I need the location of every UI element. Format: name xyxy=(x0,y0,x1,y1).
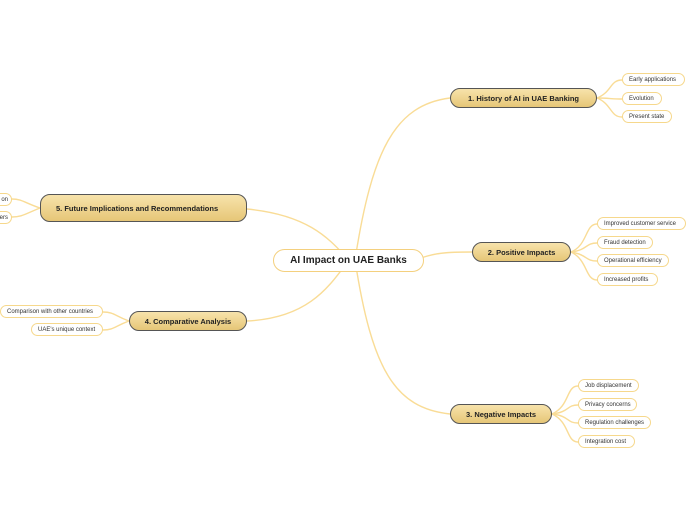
leaf-integration-cost[interactable]: Integration cost xyxy=(578,435,635,448)
leaf-operational-efficiency[interactable]: Operational efficiency xyxy=(597,254,669,267)
leaf-increased-profits[interactable]: Increased profits xyxy=(597,273,658,286)
leaf-uae-unique-context[interactable]: UAE's unique context xyxy=(31,323,103,336)
leaf-fraud-detection[interactable]: Fraud detection xyxy=(597,236,653,249)
leaf-present-state[interactable]: Present state xyxy=(622,110,672,123)
leaf-privacy-concerns[interactable]: Privacy concerns xyxy=(578,398,637,411)
leaf-improved-customer-service[interactable]: Improved customer service xyxy=(597,217,686,230)
branch-positive-impacts[interactable]: 2. Positive Impacts xyxy=(472,242,571,262)
branch-history[interactable]: 1. History of AI in UAE Banking xyxy=(450,88,597,108)
leaf-early-applications[interactable]: Early applications xyxy=(622,73,685,86)
leaf-comparison-other-countries[interactable]: Comparison with other countries xyxy=(0,305,103,318)
leaf-job-displacement[interactable]: Job displacement xyxy=(578,379,639,392)
branch-negative-impacts[interactable]: 3. Negative Impacts xyxy=(450,404,552,424)
leaf-evolution[interactable]: Evolution xyxy=(622,92,662,105)
leaf-regulation-challenges[interactable]: Regulation challenges xyxy=(578,416,651,429)
root-node[interactable]: AI Impact on UAE Banks xyxy=(273,249,424,272)
leaf-future-item-2[interactable]: ers xyxy=(0,211,12,224)
branch-comparative-analysis[interactable]: 4. Comparative Analysis xyxy=(129,311,247,331)
branch-future-implications[interactable]: 5. Future Implications and Recommendatio… xyxy=(40,194,247,222)
leaf-future-item-1[interactable]: on xyxy=(0,193,12,206)
